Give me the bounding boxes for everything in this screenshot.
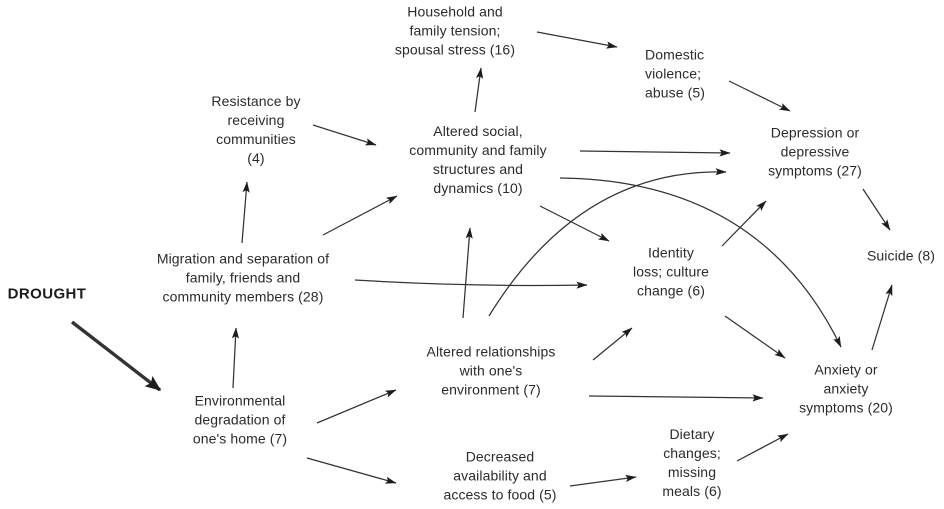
edge-anxiety-to-suicide xyxy=(871,284,893,351)
edge-altered-rel-to-depression xyxy=(488,168,727,317)
edge-identity-to-anxiety xyxy=(724,315,786,359)
node-env-deg-line-0: Environmental xyxy=(194,392,286,409)
node-identity-line-2: change (6) xyxy=(637,282,705,299)
node-domestic: Domestic violence; abuse (5) xyxy=(645,46,705,103)
node-domestic-line-2: abuse (5) xyxy=(645,84,706,101)
node-dietary: Dietary changes; missing meals (6) xyxy=(662,425,721,501)
node-decreased-food-line-1: availability and xyxy=(453,467,547,484)
edge-household-to-domestic xyxy=(536,31,618,49)
node-household-line-2: spousal stress (16) xyxy=(394,41,516,58)
edge-identity-to-depression xyxy=(721,200,767,247)
node-suicide: Suicide (8) xyxy=(867,247,935,266)
node-decreased-food: Decreased availability and access to food … xyxy=(443,448,556,505)
node-dietary-line-0: Dietary xyxy=(669,426,715,442)
edge-dietary-to-anxiety xyxy=(736,433,789,462)
edge-altered-social-to-depression xyxy=(579,149,731,157)
node-altered-social-line-0: Altered social, xyxy=(433,123,523,139)
node-env-deg-line-1: degradation of xyxy=(194,411,286,428)
node-dietary-line-3: meals (6) xyxy=(662,483,722,499)
node-altered-rel-line-2: environment (7) xyxy=(441,381,541,398)
node-env-deg-line-2: one's home (7) xyxy=(192,430,288,447)
edge-migration-to-identity xyxy=(354,279,588,289)
node-depression-line-2: symptoms (27) xyxy=(768,162,862,179)
node-drought-line-0: DROUGHT xyxy=(7,285,87,303)
node-identity-line-1: loss; culture xyxy=(633,263,709,280)
edge-migration-to-resistance xyxy=(241,181,250,244)
node-household-line-1: family tension; xyxy=(409,22,501,39)
node-domestic-line-1: violence; xyxy=(645,65,702,82)
node-depression: Depression or depressive symptoms (27) xyxy=(768,124,862,181)
edge-altered-rel-to-altered-social xyxy=(462,227,473,319)
node-migration-line-0: Migration and separation of xyxy=(156,250,330,267)
node-altered-rel: Altered relationships with one's environme… xyxy=(427,343,556,400)
edge-altered-social-to-identity xyxy=(539,205,610,242)
node-dietary-line-2: missing xyxy=(667,464,717,480)
node-env-deg: Environmental degradation of one's home (7… xyxy=(193,392,287,449)
node-resistance-line-3: (4) xyxy=(247,150,265,166)
node-depression-line-1: depressive xyxy=(780,143,850,160)
node-anxiety: Anxiety or anxiety symptoms (20) xyxy=(799,361,893,418)
node-dietary-line-1: changes; xyxy=(663,445,721,461)
edge-depression-to-suicide xyxy=(862,188,891,231)
node-decreased-food-line-2: access to food (5) xyxy=(443,486,557,503)
node-altered-social-line-3: dynamics (10) xyxy=(433,180,523,196)
node-altered-social-line-1: community and family xyxy=(409,142,547,158)
node-domestic-line-0: Domestic xyxy=(645,46,705,63)
edge-altered-rel-to-anxiety xyxy=(588,394,764,402)
edge-env-deg-to-migration xyxy=(231,327,240,389)
node-suicide-line-0: Suicide (8) xyxy=(866,247,936,264)
edge-resistance-to-altered-social xyxy=(312,124,377,146)
node-resistance-line-0: Resistance by xyxy=(211,93,301,109)
edge-migration-to-altered-social xyxy=(322,195,398,236)
node-migration: Migration and separation of family, frien… xyxy=(157,250,329,307)
node-household: Household and family tension; spousal stre… xyxy=(395,3,515,60)
node-drought: DROUGHT xyxy=(8,285,87,304)
node-household-line-0: Household and xyxy=(407,3,503,20)
node-anxiety-line-1: anxiety xyxy=(823,380,869,397)
edge-domestic-to-depression xyxy=(728,80,791,112)
edge-altered-rel-to-identity xyxy=(592,327,633,361)
node-identity: Identity loss; culture change (6) xyxy=(633,244,709,301)
edge-env-deg-to-decreased-food xyxy=(306,457,397,484)
node-altered-rel-line-1: with one's xyxy=(459,362,523,379)
node-altered-social-line-2: structures and xyxy=(432,161,524,177)
edge-drought-to-env-deg xyxy=(70,320,162,392)
node-altered-rel-line-0: Altered relationships xyxy=(426,343,556,360)
node-resistance-line-1: receiving xyxy=(227,112,285,128)
node-resistance: Resistance by receiving communities (4) xyxy=(211,92,300,168)
node-identity-line-0: Identity xyxy=(648,244,694,261)
node-altered-social: Altered social, community and family struc… xyxy=(409,122,546,198)
node-resistance-line-2: communities xyxy=(216,131,296,147)
node-decreased-food-line-0: Decreased xyxy=(465,448,535,465)
edge-altered-social-to-anxiety xyxy=(559,177,842,348)
node-depression-line-0: Depression or xyxy=(770,124,860,141)
node-migration-line-1: family, friends and xyxy=(185,269,301,286)
edge-env-deg-to-altered-rel xyxy=(316,389,397,424)
node-anxiety-line-2: symptoms (20) xyxy=(799,399,893,416)
edge-decreased-food-to-dietary xyxy=(569,474,637,487)
edge-altered-social-to-household xyxy=(474,67,484,113)
node-migration-line-2: community members (28) xyxy=(162,288,324,305)
node-anxiety-line-0: Anxiety or xyxy=(814,361,878,378)
